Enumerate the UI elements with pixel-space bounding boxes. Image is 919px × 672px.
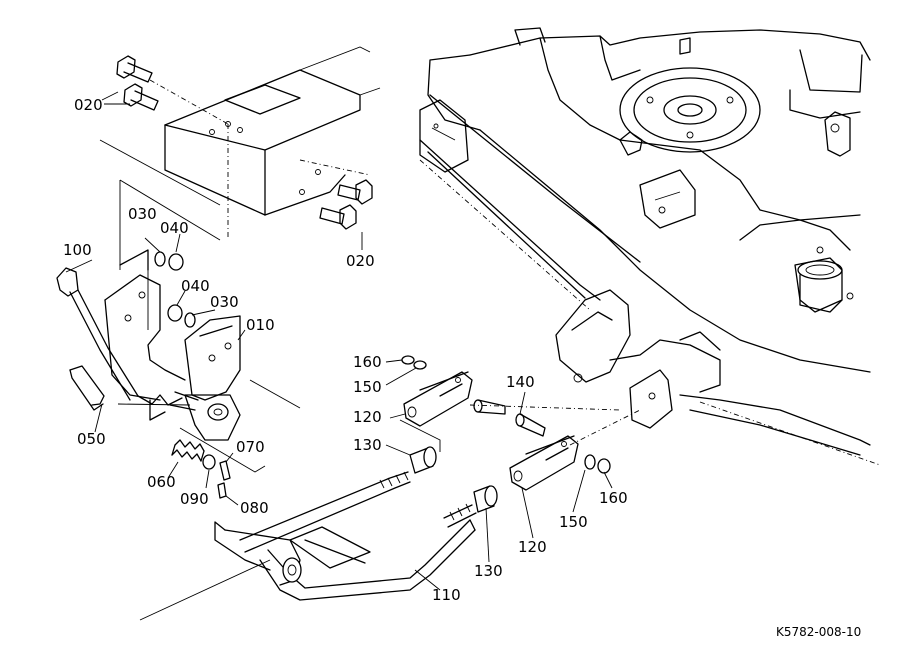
spring-pin-set	[171, 439, 231, 499]
lever-100	[56, 267, 183, 411]
callout-130-top: 130	[353, 436, 382, 454]
guide-line	[469, 404, 621, 411]
bolt-020-lower	[319, 179, 373, 230]
guide-line	[399, 419, 441, 452]
callout-090: 090	[180, 490, 209, 508]
callout-010: 010	[246, 316, 275, 334]
callout-030-top: 030	[128, 205, 157, 223]
callout-060: 060	[147, 473, 176, 491]
callout-040-top: 040	[160, 219, 189, 237]
nut-washer-set	[154, 251, 196, 328]
washer-clip-upper	[401, 355, 427, 370]
callout-160-top: 160	[353, 353, 382, 371]
callout-020-right: 020	[346, 252, 375, 270]
callout-160-right: 160	[599, 489, 628, 507]
callout-070: 070	[236, 438, 265, 456]
callout-120-top: 120	[353, 408, 382, 426]
callout-labels: 020 020 030 040 040 030 010 100 050 070 …	[63, 96, 628, 604]
guide-line	[569, 409, 641, 446]
callout-040-mid: 040	[181, 277, 210, 295]
washer-clip-lower	[584, 454, 611, 474]
pin-140	[473, 399, 546, 437]
callout-080: 080	[240, 499, 269, 517]
clevis-120-lower	[509, 435, 579, 491]
leader-lines	[65, 91, 613, 591]
callout-100: 100	[63, 241, 92, 259]
reference-code: K5782-008-10	[776, 625, 861, 639]
callout-140: 140	[506, 373, 535, 391]
callout-110: 110	[432, 586, 461, 604]
bushing-130-lower	[473, 485, 498, 513]
rod-110	[139, 471, 477, 621]
callout-050: 050	[77, 430, 106, 448]
callout-120-bottom: 120	[518, 538, 547, 556]
callout-020-top: 020	[74, 96, 103, 114]
callout-030-mid: 030	[210, 293, 239, 311]
callout-150-right: 150	[559, 513, 588, 531]
callout-130-bottom: 130	[474, 562, 503, 580]
bushing-130-upper	[409, 446, 437, 474]
frame-beam	[99, 46, 381, 240]
bolt-020-upper	[116, 55, 159, 111]
callout-150-top: 150	[353, 378, 382, 396]
clevis-120-upper	[403, 371, 473, 427]
mower-deck	[419, 27, 881, 466]
